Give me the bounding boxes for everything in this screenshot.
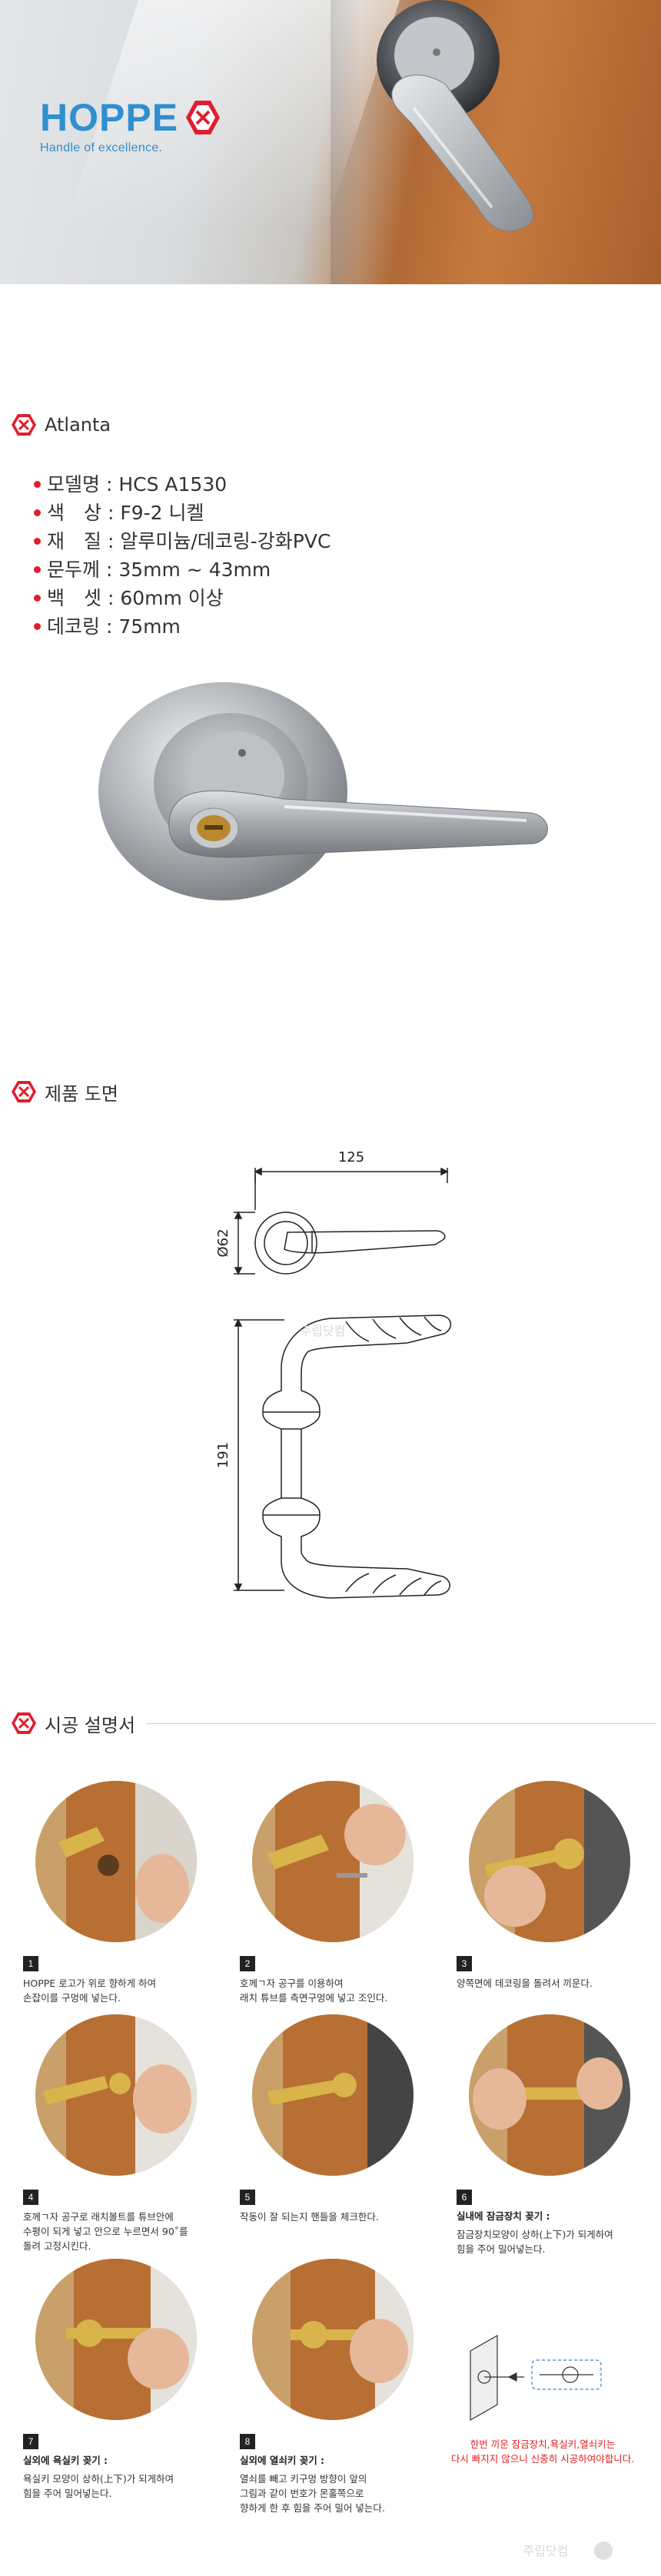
install-step-4: 4 호께ㄱ자 공구로 래치볼트를 튜브안에 수평이 되게 넣고 안으로 누르면서…	[23, 2014, 223, 2253]
step-photo	[35, 2014, 197, 2176]
spec-item: 데코링 : 75mm	[34, 612, 330, 641]
section-header-product: Atlanta	[0, 406, 661, 444]
step-photo	[35, 2259, 197, 2420]
product-name: Atlanta	[45, 414, 111, 436]
dim-height-label: 191	[215, 1442, 231, 1468]
spec-item: 색 상 : F9-2 니켈	[34, 499, 330, 527]
install-section-title: 시공 설명서	[45, 1714, 136, 1736]
step-photo	[35, 1781, 197, 1942]
drawing-section-title: 제품 도면	[45, 1082, 118, 1105]
brand-name: HOPPE	[40, 96, 179, 139]
bullet-icon	[34, 509, 41, 516]
hoppe-mark-icon	[12, 414, 36, 436]
dim-diameter-label: Ø62	[215, 1228, 231, 1257]
install-step-3: 3 양쪽면에 데코링을 돌려서 끼운다.	[457, 1781, 656, 1991]
install-step-6: 6 실내에 잠금장치 꽂기 : 잠금장치모양이 상하(上下)가 되게하여 힘을 …	[457, 2014, 656, 2256]
caution-note: 한번 끼운 잠금장치,욕실키,열쇠키는 다시 빠지지 않으니 신중히 시공하여야…	[450, 2438, 635, 2465]
bullet-icon	[34, 538, 41, 545]
hero-door-handle-image	[377, 0, 534, 232]
hoppe-mark-icon	[12, 1081, 36, 1102]
hoppe-logo-icon	[186, 101, 221, 134]
footer-watermark: 주립닷컴	[523, 2541, 613, 2560]
spec-list: 모델명 : HCS A1530 색 상 : F9-2 니켈 재 질 : 알루미늄…	[34, 470, 330, 641]
step-photo	[252, 2259, 414, 2420]
step-photo	[469, 1781, 630, 1942]
install-step-7: 7 실외에 욕실키 꽂기 : 욕실키 모양이 상하(上下)가 되게하여 힘을 주…	[23, 2259, 223, 2501]
svg-text:주립닷컴: 주립닷컴	[523, 2544, 569, 2558]
spec-item: 모델명 : HCS A1530	[34, 470, 330, 499]
section-header-drawing: 제품 도면	[0, 1073, 661, 1111]
install-step-1: 1 HOPPE 로고가 위로 향하게 하여 손잡이를 구멍에 넣는다.	[23, 1781, 223, 2005]
bullet-icon	[34, 623, 41, 630]
step-photo	[469, 2014, 630, 2176]
drawing-watermark: 주립닷컴	[301, 1324, 346, 1338]
step-photo	[252, 1781, 414, 1942]
spec-item: 재 질 : 알루미늄/데코링-강화PVC	[34, 527, 330, 555]
bullet-icon	[34, 566, 41, 573]
install-step-8: 8 실외에 열쇠키 꽂기 : 열쇠를 빼고 키구멍 방향이 앞의 그림과 같이 …	[240, 2259, 440, 2515]
install-step-5: 5 작동이 잘 되는지 핸들을 체크한다.	[240, 2014, 440, 2224]
spec-item: 백 셋 : 60mm 이상	[34, 584, 330, 612]
dim-width-label: 125	[338, 1149, 364, 1165]
bullet-icon	[34, 595, 41, 602]
install-step-2: 2 호께ㄱ자 공구를 이용하여 래치 튜브를 측면구멍에 넣고 조인다.	[240, 1781, 440, 2005]
product-handle-image	[98, 682, 548, 900]
hero-banner: HOPPE Handle of excellence.	[0, 0, 661, 284]
lock-insertion-diagram	[470, 2334, 602, 2422]
section-header-install: 시공 설명서	[0, 1704, 661, 1742]
step-photo	[252, 2014, 414, 2176]
brand-logo: HOPPE Handle of excellence.	[40, 98, 221, 155]
hoppe-mark-icon	[12, 1712, 36, 1734]
bullet-icon	[34, 481, 41, 488]
technical-drawing: 125 Ø62 191 주립닷컴	[215, 1149, 452, 1599]
spec-item: 문두께 : 35mm ~ 43mm	[34, 555, 330, 584]
brand-tagline: Handle of excellence.	[40, 141, 163, 154]
